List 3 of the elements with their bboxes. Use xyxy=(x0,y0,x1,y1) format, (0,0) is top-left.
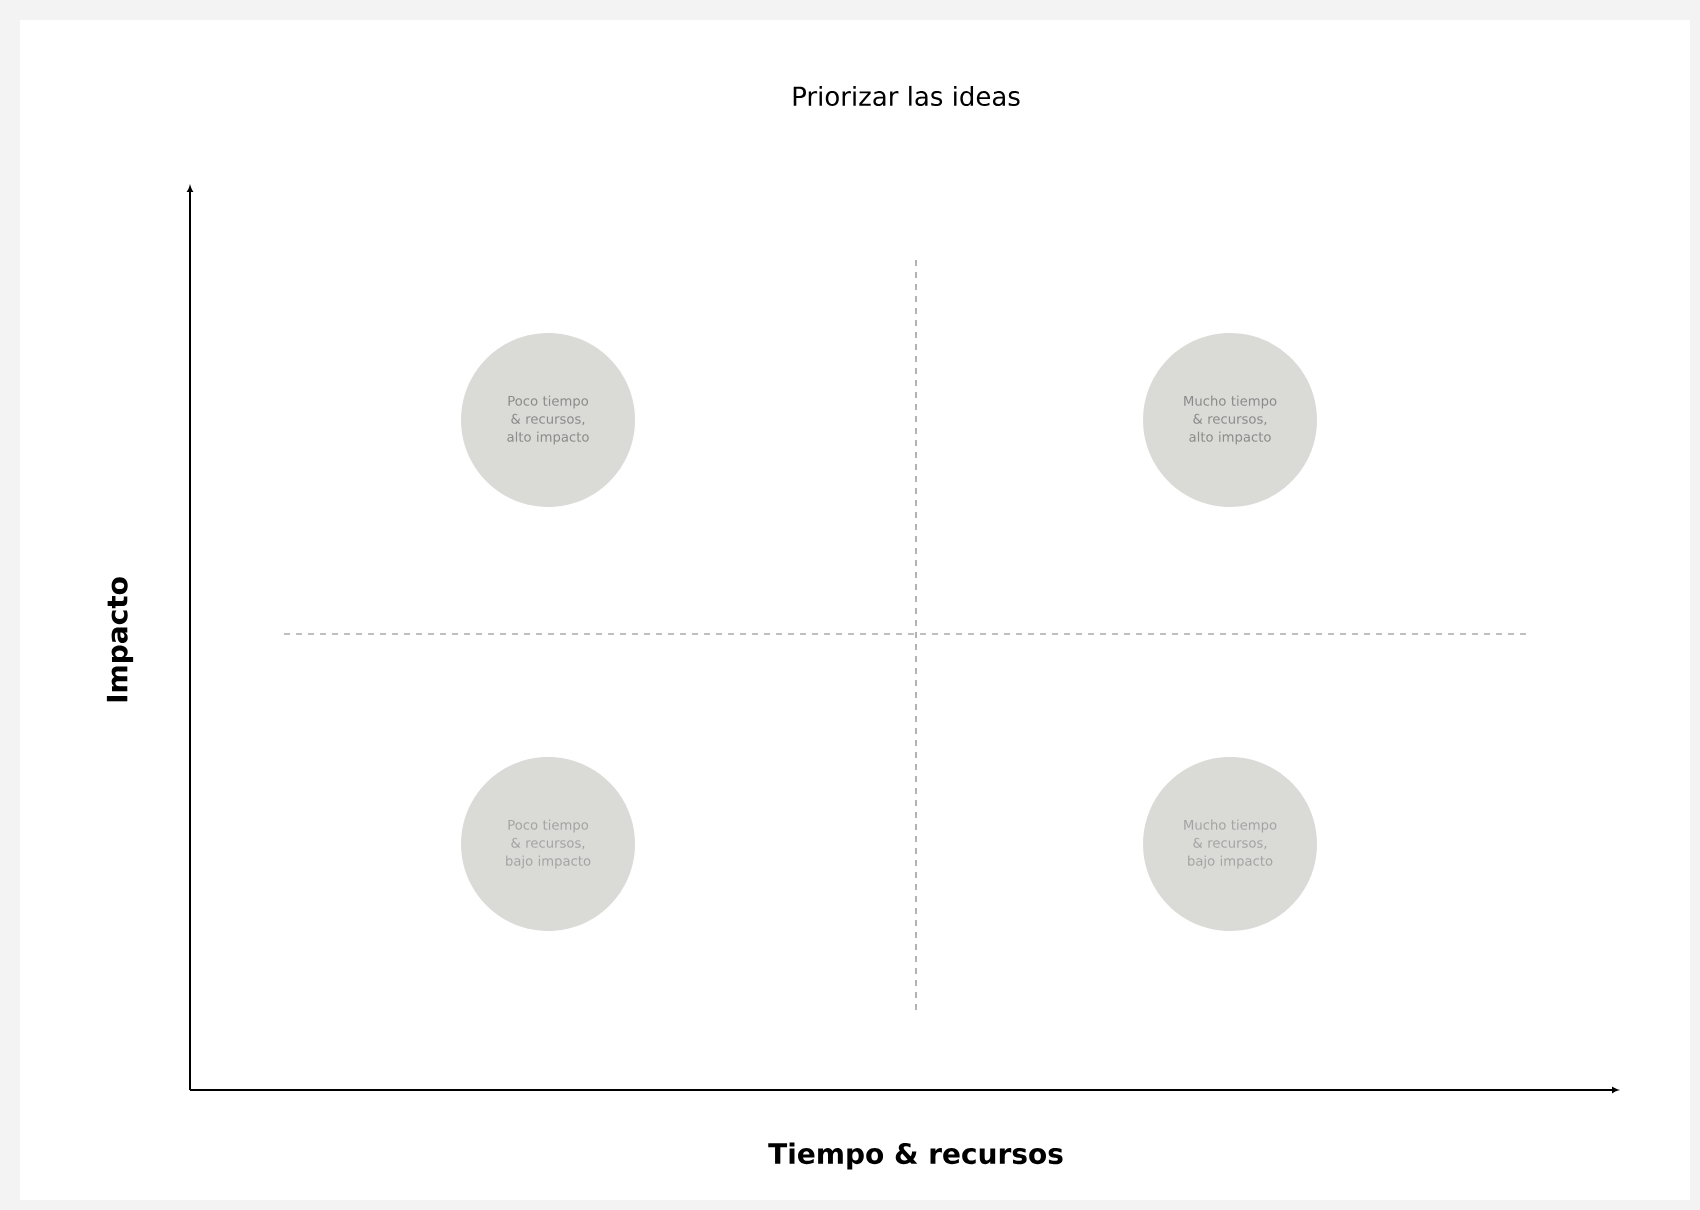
axis-label: Impacto xyxy=(106,577,134,702)
chart-title: Priorizar las ideas xyxy=(793,85,1020,107)
axis-label: Tiempo & recursos xyxy=(768,1142,1063,1170)
